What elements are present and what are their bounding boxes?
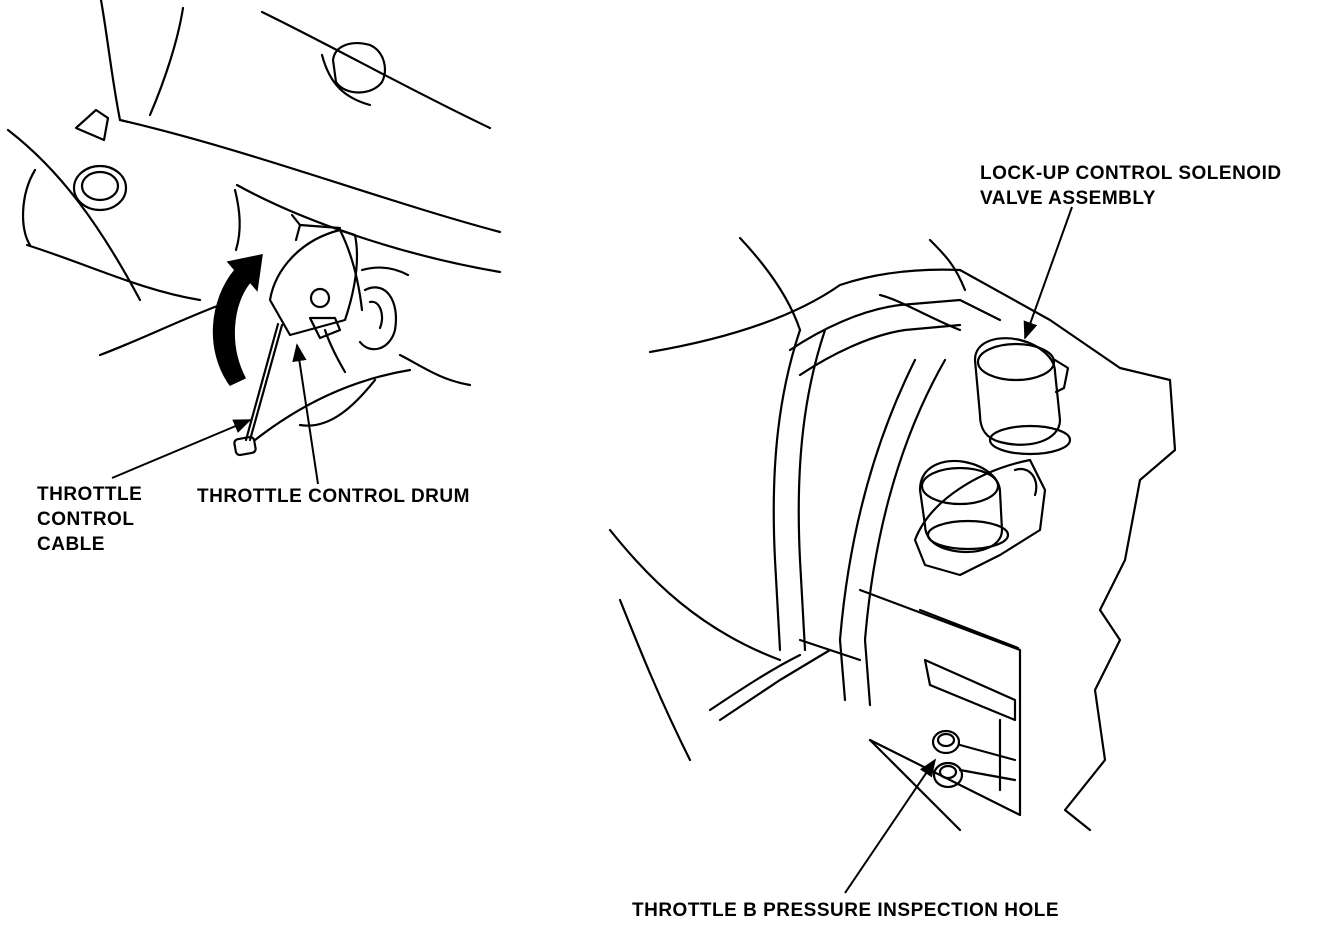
right-view-drawing [608, 236, 1177, 832]
cable-label-line-1: THROTTLE [37, 484, 143, 505]
solenoid-leader-line [1023, 206, 1073, 340]
throttle-control-drum-label: THROTTLE CONTROL DRUM [197, 486, 470, 507]
rotation-arrow-icon [212, 254, 263, 386]
cable-leader-line [111, 419, 252, 479]
solenoid-label-line-2: VALVE ASSEMBLY [980, 188, 1156, 209]
inspection-hole-leader-line [844, 758, 937, 894]
cable-label-line-3: CABLE [37, 534, 105, 555]
cable-label-line-2: CONTROL [37, 509, 135, 530]
throttle-control-cable-label: THROTTLE CONTROL CABLE [37, 482, 142, 557]
solenoid-label-line-1: LOCK-UP CONTROL SOLENOID [980, 163, 1282, 184]
left-view-drawing [6, 0, 502, 457]
drum-leader-line [292, 343, 319, 485]
inspection-hole-label: THROTTLE B PRESSURE INSPECTION HOLE [632, 900, 1060, 921]
lock-up-solenoid-label: LOCK-UP CONTROL SOLENOID VALVE ASSEMBLY [980, 161, 1282, 211]
